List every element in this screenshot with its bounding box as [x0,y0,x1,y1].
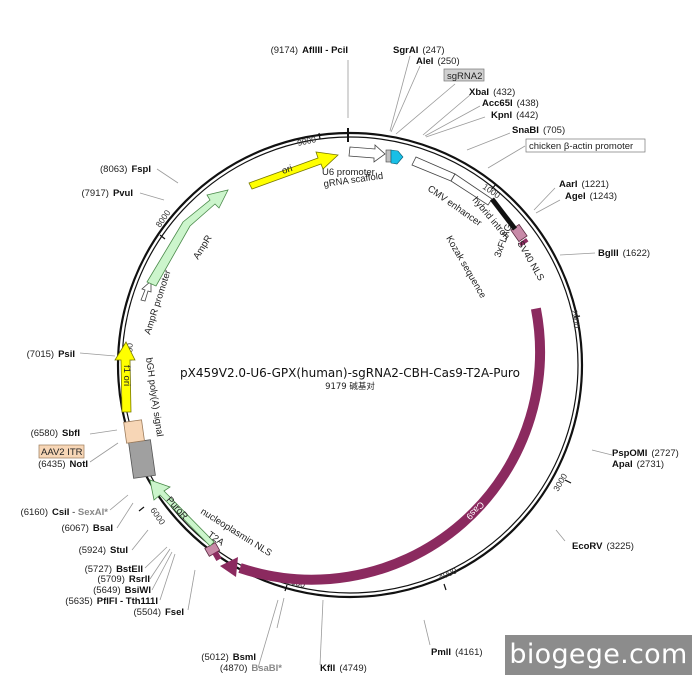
sv40-nls-label: SV40 NLS [514,239,546,283]
site-afliii-pcii: (9174)AflIII - PciI [271,45,348,56]
site-aari: AarI(1221) [559,179,609,190]
aav2-itr-tag: AAV2 ITR [38,444,85,459]
tick-4000: 4000 [437,565,459,581]
site-kfli: KflI(4749) [320,663,367,674]
site-agei: AgeI(1243) [565,191,617,202]
aav2-itr-tag-label: AAV2 ITR [41,447,83,458]
site-acc65i: Acc65I(438) [482,98,539,109]
puror-arrow [149,479,215,547]
site-bsmi: (5012)BsmI [201,652,256,663]
cba-promoter-arrow [450,173,493,206]
site-psii: (7015)PsiI [27,349,75,360]
site-bglii: BglII(1622) [598,248,650,259]
sgrna-tag: sgRNA2 [443,68,485,82]
f1-ori-label: f1 ori [121,365,132,386]
site-xbai: XbaI(432) [469,87,515,98]
watermark: biogege.com [505,635,692,675]
sgrna-tag-label: sgRNA2 [447,71,482,82]
kozak-label: Kozak sequence [443,234,488,300]
ori-arrow [248,151,339,190]
cas9-arrowhead [220,557,238,577]
hybrid-intron-line [490,197,517,231]
tick-marks [123,132,581,592]
u6-promoter-arrow [348,144,386,163]
site-bsabi: (4870)BsaBI* [220,663,282,674]
plasmid-length: 9179 碱基对 [325,381,375,392]
tick-6000: 6000 [148,505,167,526]
site-pspomi: PspOMI(2727) [612,448,679,459]
site-fsei: (5504)FseI [134,607,184,618]
cba-promoter-tag: chicken β-actin promoter [525,138,646,153]
tick-2000: 2000 [569,309,582,330]
ampr-label: AmpR [191,233,214,261]
bgh-label: bGH poly(A) signal [143,357,165,437]
site-rsrii: (5709)RsrII [97,574,150,585]
site-pvui: (7917)PvuI [81,188,133,199]
cmv-enhancer-arrow [411,156,456,182]
site-bsteii: (5727)BstEII [85,564,143,575]
tick-9000: 9000 [296,134,317,148]
site-pflfi-tth111i: (5635)PflFI - Tth111I [65,596,158,607]
site-bsai: (6067)BsaI [61,523,113,534]
plasmid-title: pX459V2.0-U6-GPX(human)-sgRNA2-CBH-Cas9-… [180,366,520,380]
site-noti: (6435)NotI [38,459,88,470]
site-pmli: PmlI(4161) [431,647,483,658]
site-sgrai: SgrAI(247) [393,45,445,56]
site-snabi: SnaBI(705) [512,125,565,136]
f1-ori-arrow [114,341,136,413]
site-fspi: (8063)FspI [100,164,151,175]
ampr-promoter-arrow [140,280,152,302]
site-kpni: KpnI(442) [491,110,538,121]
u6-promoter-label: U6 promoter [322,167,375,178]
cas9-arc [238,307,545,585]
site-sbfi: (6580)SbfI [31,428,80,439]
site-stui: (5924)StuI [79,545,128,556]
flag-block [518,238,529,247]
cba-promoter-tag-label: chicken β-actin promoter [529,141,633,152]
sgrna-block [385,149,392,163]
site-alei: AleI(250) [416,56,460,67]
ori-label: ori [281,163,294,177]
t2a-block [212,551,222,561]
bgh-block [128,439,156,479]
sites-left: (9174)AflIII - PciI (8063)FspI (7917)Pvu… [21,45,348,674]
backbone-outer [116,131,584,599]
sites-right: SgrAI(247) AleI(250) XbaI(432) Acc65I(43… [320,45,679,674]
grna-scaffold-arrow [390,149,404,165]
site-csii-sexai: (6160)CsiI - SexAI* [21,507,109,518]
aav2-itr-block [123,419,145,444]
site-apai: ApaI(2731) [612,459,664,470]
site-ecorv: EcoRV(3225) [572,541,634,552]
leader-lines [79,55,613,669]
site-bsiwi: (5649)BsiWI [93,585,151,596]
ampr-arrow [146,189,229,287]
